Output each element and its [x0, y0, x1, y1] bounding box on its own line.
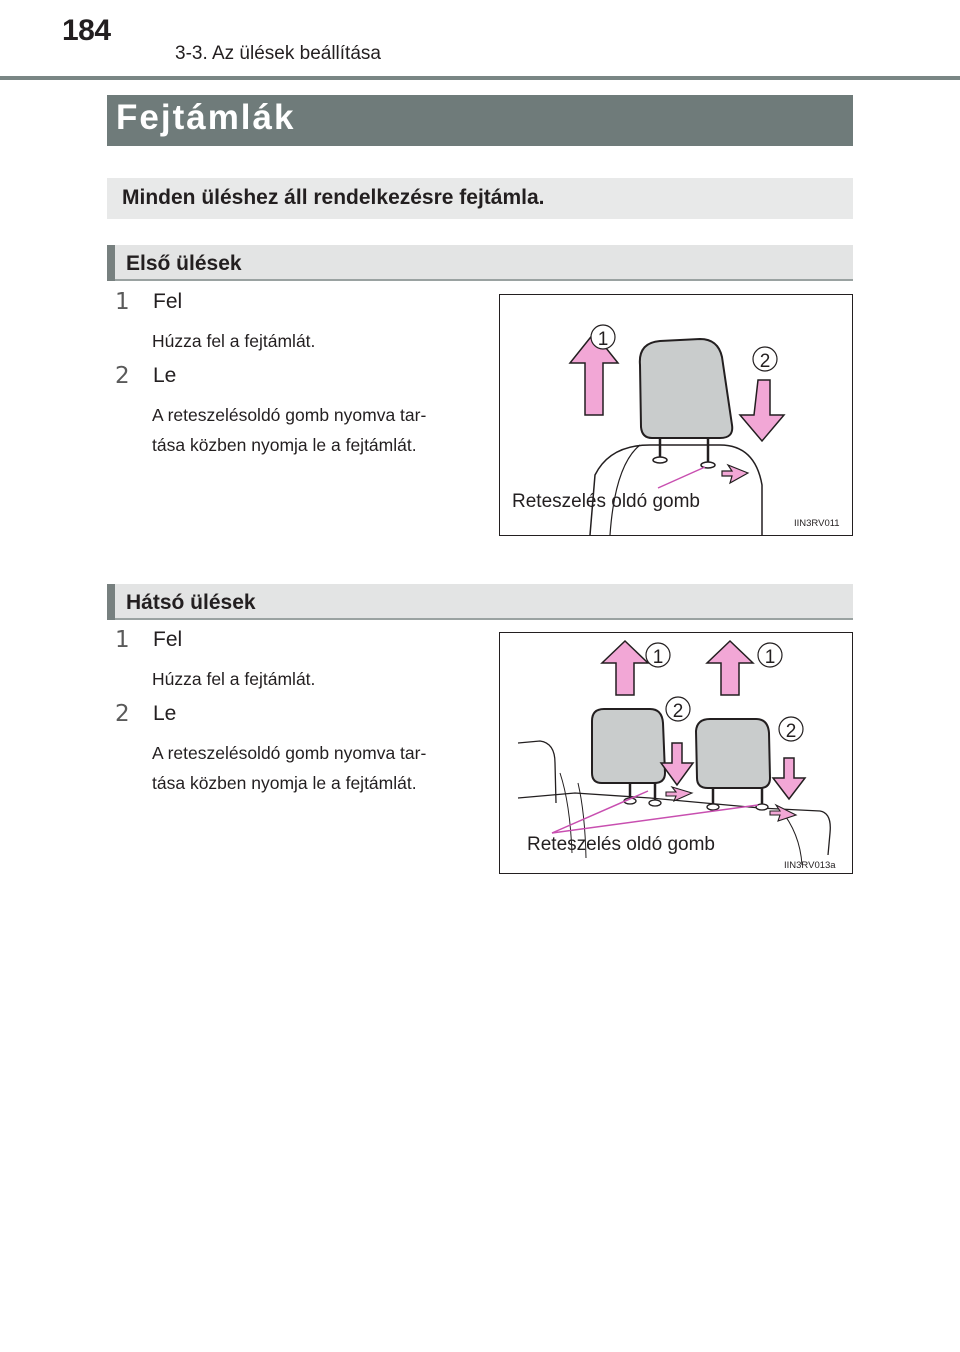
- marker-down-right: 2: [786, 721, 797, 742]
- section-heading: Hátsó ülések: [126, 591, 256, 614]
- step-number: 1: [115, 627, 130, 653]
- step-number: 1: [115, 289, 130, 315]
- page-title: Fejtámlák: [116, 98, 296, 137]
- section-heading: Első ülések: [126, 252, 242, 275]
- page-number: 184: [62, 14, 111, 47]
- figure-code: IIN3RV013a: [784, 860, 836, 871]
- step-description-line: tása közben nyomja le a fejtámlát.: [152, 773, 417, 793]
- step-description-line: A reteszelésoldó gomb nyomva tar-: [152, 743, 427, 763]
- marker-down: 2: [760, 351, 771, 372]
- section-front-seats: [107, 245, 853, 281]
- step-label: Le: [153, 364, 177, 387]
- front-headrest-figure: 1 2 Reteszelés oldó gomb IIN3RV011: [499, 294, 853, 536]
- marker-up-right: 1: [765, 647, 776, 668]
- step-description-line: A reteszelésoldó gomb nyomva tar-: [152, 405, 427, 425]
- title-bar: [107, 95, 853, 146]
- section-rear-seats: [107, 584, 853, 620]
- step-label: Le: [153, 702, 177, 725]
- section-marker: [107, 584, 115, 620]
- step-description: Húzza fel a fejtámlát.: [152, 331, 316, 351]
- step-number: 2: [115, 363, 130, 389]
- marker-up-left: 1: [653, 647, 664, 668]
- step-description: Húzza fel a fejtámlát.: [152, 669, 316, 689]
- intro-box: [107, 178, 853, 219]
- step-label: Fel: [153, 628, 183, 651]
- header-divider: [0, 76, 960, 80]
- chapter-title: 3-3. Az ülések beállítása: [175, 43, 381, 64]
- marker-up: 1: [598, 329, 609, 350]
- rear-headrest-figure: 1 1 2 2 Reteszelés oldó gomb IIN3RV013a: [499, 632, 853, 874]
- figure-code: IIN3RV011: [794, 518, 840, 529]
- release-button-label: Reteszelés oldó gomb: [527, 834, 715, 855]
- marker-down-left: 2: [673, 701, 684, 722]
- intro-text: Minden üléshez áll rendelkezésre fejtáml…: [122, 186, 545, 209]
- section-marker: [107, 245, 115, 281]
- step-description-line: tása közben nyomja le a fejtámlát.: [152, 435, 417, 455]
- release-button-label: Reteszelés oldó gomb: [512, 491, 700, 512]
- step-number: 2: [115, 701, 130, 727]
- step-label: Fel: [153, 290, 183, 313]
